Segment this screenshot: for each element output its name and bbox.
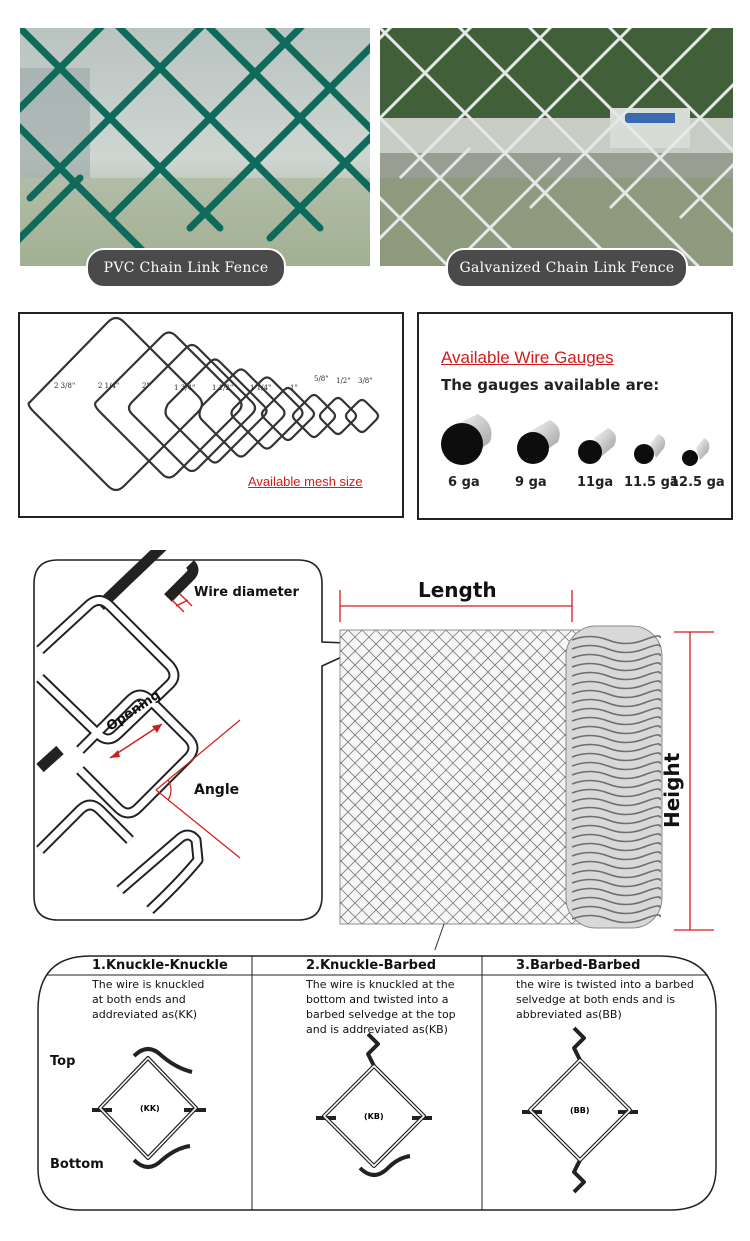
gauge-11-5-icon [634,434,666,464]
mesh-size-caption: Available mesh size [248,474,363,489]
mesh-label-7: 1" [290,384,298,392]
mesh-label-4: 1 3/4" [174,384,196,392]
kk-code: (KK) [140,1104,160,1113]
wire-diameter-label: Wire diameter [194,585,299,600]
gauge-label-11-5: 11.5 ga [624,475,679,490]
pvc-fence-photo [20,28,370,266]
mesh-label-5: 1 1/2" [212,384,234,392]
gauge-label-11: 11ga [577,475,614,490]
mesh-sheet [339,629,581,925]
gauge-label-12-5: 12.5 ga [670,475,725,490]
selvedge-title-bb: 3.Barbed-Barbed [516,958,641,973]
mesh-label-8: 5/8" [314,375,329,383]
kb-code: (KB) [364,1112,384,1121]
bb-code: (BB) [570,1106,590,1115]
mesh-size-panel: 2 3/8" 2 1/4" 2" 1 3/4" 1 1/2" 1 1/4" 1"… [18,312,404,518]
mesh-size-diagram [27,316,380,492]
height-label: Height [660,752,684,828]
gauge-label-6: 6 ga [448,475,480,490]
gauges-subtitle: The gauges available are: [441,376,660,394]
selvedge-types-box [37,955,717,1211]
gauge-12-5-icon [682,438,710,466]
selvedge-title-kk: 1.Knuckle-Knuckle [92,958,228,973]
mesh-label-2: 2 1/4" [98,382,120,390]
fence-dimension-diagram [33,550,714,950]
gauge-6-icon [441,414,492,465]
gauge-wire-icons [441,414,710,466]
galvanized-fence-photo [380,28,733,266]
gauge-label-9: 9 ga [515,475,547,490]
opening-arrow [109,723,163,759]
mesh-label-10: 3/8" [358,377,373,385]
top-label: Top [50,1054,76,1069]
galvanized-fence-label: Galvanized Chain Link Fence [446,248,688,288]
gauge-9-icon [517,420,560,464]
angle-label: Angle [194,782,240,798]
mesh-label-6: 1 1/4" [250,384,272,392]
gauge-11-icon [578,428,616,464]
mesh-label-3: 2" [142,382,150,390]
gauges-title: Available Wire Gauges [441,348,614,367]
wire-gauges-panel [417,312,733,520]
mesh-label-1: 2 3/8" [54,382,76,390]
mesh-roll [565,625,663,929]
selvedge-title-kb: 2.Knuckle-Barbed [306,958,437,973]
height-dimension [674,631,714,931]
length-label: Length [418,578,497,602]
mesh-label-9: 1/2" [336,377,351,385]
pvc-fence-label: PVC Chain Link Fence [86,248,286,288]
bottom-label: Bottom [50,1157,104,1172]
length-dimension [339,590,573,622]
